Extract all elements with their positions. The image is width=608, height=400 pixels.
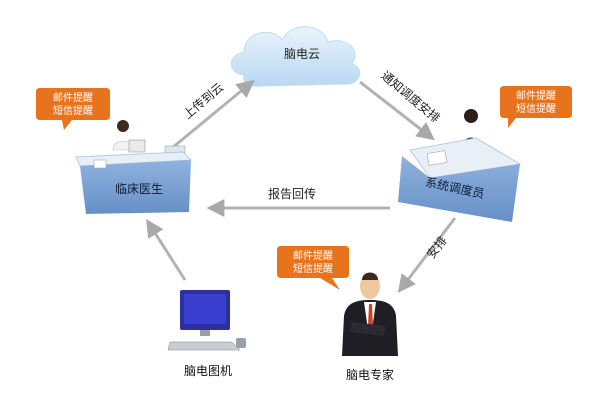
- report-arrow-label: 报告回传: [268, 186, 316, 201]
- dispatcher-desk: [398, 109, 522, 222]
- arrange-arrow: [397, 217, 457, 293]
- dispatcher-bubble-line1: 邮件提醒: [516, 89, 556, 102]
- expert-bubble-line1: 邮件提醒: [293, 249, 333, 262]
- expert-bubble: [277, 246, 349, 290]
- upload-arrow: [171, 79, 255, 150]
- expert-bubble-line2: 短信提醒: [293, 262, 333, 275]
- clinician-label: 临床医生: [115, 182, 163, 196]
- clinician-bubble-line1: 邮件提醒: [53, 91, 93, 104]
- eeg-upload-arrow: [146, 218, 187, 281]
- eeg-machine-label: 脑电图机: [184, 364, 232, 378]
- expert-figure: [342, 272, 398, 356]
- eeg-machine-icon: [167, 290, 246, 351]
- expert-label: 脑电专家: [346, 367, 394, 382]
- clinician-bubble: [36, 88, 110, 130]
- arrange-arrow-label: 安排: [423, 233, 450, 261]
- clinician-bubble-line2: 短信提醒: [53, 104, 93, 117]
- dispatcher-bubble: [500, 86, 572, 128]
- notify-arrow: [359, 80, 435, 141]
- clinician-desk: [75, 120, 192, 214]
- cloud-icon: [230, 26, 361, 87]
- notify-arrow-label: 通知调度安排: [378, 68, 443, 126]
- upload-arrow-label: 上传到云: [180, 79, 226, 121]
- cloud-label: 脑电云: [284, 47, 320, 61]
- dispatcher-bubble-line2: 短信提醒: [516, 102, 556, 115]
